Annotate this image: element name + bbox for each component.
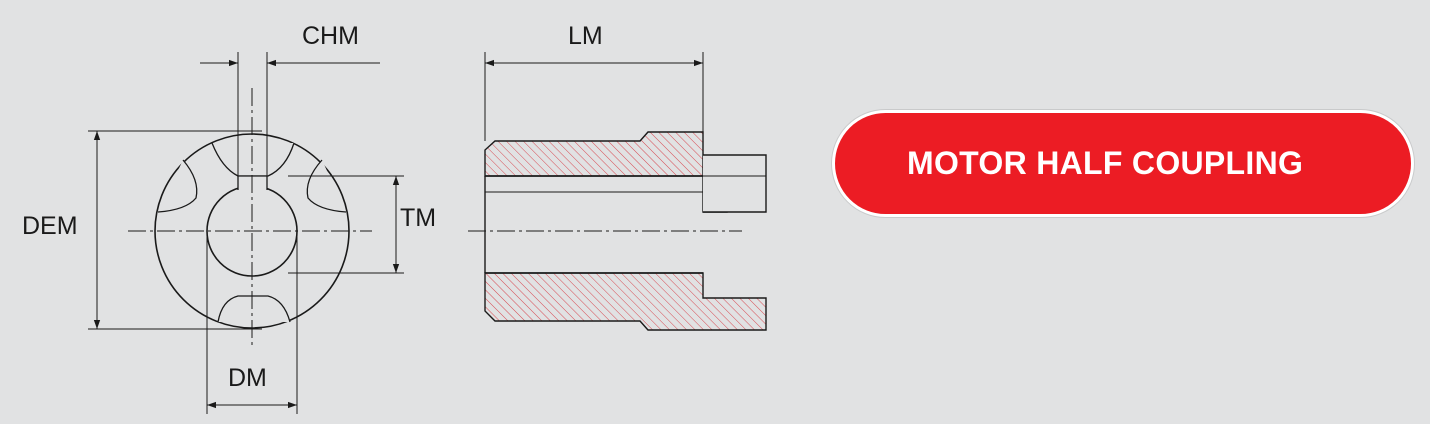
jaw-protrusion	[703, 154, 767, 213]
lower-section	[484, 272, 767, 331]
lm-label: LM	[568, 22, 603, 50]
jaw-recess-bottom	[217, 295, 291, 323]
front-view	[128, 88, 372, 345]
chm-dimension	[200, 52, 380, 190]
tm-dimension	[288, 175, 404, 274]
dem-dimension	[88, 130, 262, 330]
dm-dimension	[206, 231, 298, 414]
jaw-recess-left	[157, 159, 198, 213]
badge-label: MOTOR HALF COUPLING	[907, 145, 1304, 181]
chm-label: CHM	[302, 22, 359, 50]
lm-dimension	[484, 52, 704, 141]
tm-label: TM	[400, 204, 436, 232]
dem-label: DEM	[22, 212, 78, 240]
upper-section	[484, 131, 728, 213]
side-view	[468, 131, 767, 331]
dm-label: DM	[228, 364, 267, 392]
motor-half-coupling-badge: MOTOR HALF COUPLING	[832, 110, 1414, 217]
jaw-recess-right	[306, 159, 347, 213]
